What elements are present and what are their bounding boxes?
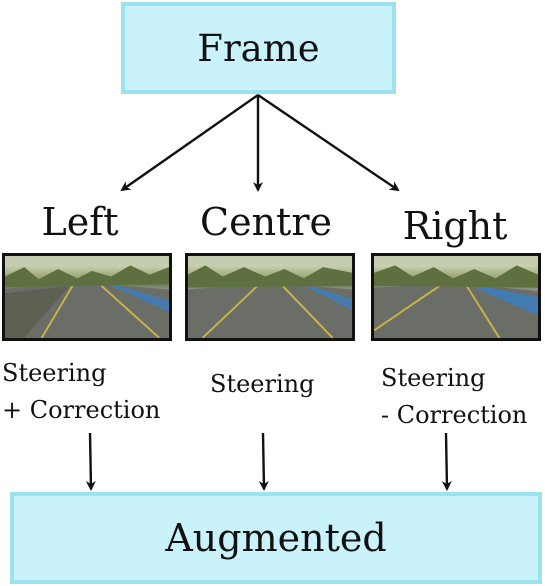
left-line2: + Correction — [2, 396, 161, 424]
centre-camera-image — [185, 253, 355, 341]
centre-line1: Steering — [210, 370, 315, 398]
left-steering-label: Steering + Correction — [2, 355, 160, 429]
frame-label: Frame — [197, 26, 320, 70]
augmented-label: Augmented — [165, 516, 387, 560]
augmented-box: Augmented — [10, 492, 542, 584]
right-line1: Steering — [381, 364, 486, 392]
frame-box: Frame — [121, 2, 396, 94]
arrow-centre-to-augmented — [258, 432, 269, 491]
right-steering-label: Steering - Correction — [381, 360, 527, 434]
left-camera-image — [2, 253, 172, 341]
right-title: Right — [402, 204, 508, 248]
arrow-frame-to-left — [120, 94, 259, 192]
right-camera-image — [371, 253, 541, 341]
left-line1: Steering — [2, 359, 107, 387]
arrow-left-to-augmented — [85, 432, 96, 491]
centre-title: Centre — [200, 200, 332, 244]
arrow-right-to-augmented — [441, 432, 452, 491]
left-title: Left — [41, 200, 119, 244]
arrow-frame-to-right — [257, 94, 400, 192]
right-line2: - Correction — [381, 401, 528, 429]
centre-steering-label: Steering — [210, 366, 314, 403]
